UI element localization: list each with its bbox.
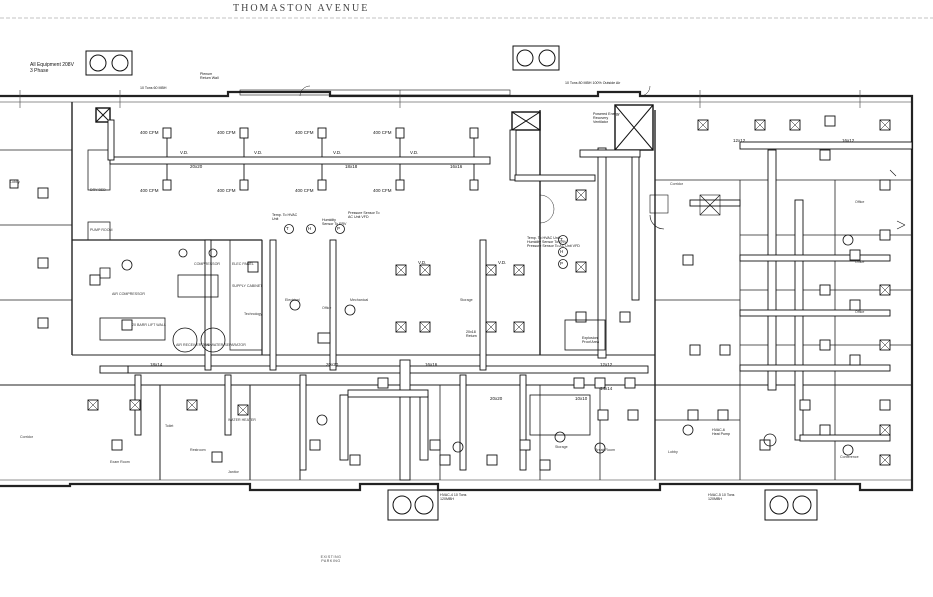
duct-size: 20x20: [490, 396, 503, 401]
cfm-label: 400 CFM: [373, 188, 392, 193]
room-label: Mechanical: [350, 298, 369, 302]
hvac5-note: HVAC-5 10 Tons 120MBH: [708, 493, 735, 501]
duct-size: 20x20: [190, 164, 203, 169]
room-label: PUMP ROOM: [90, 228, 113, 232]
equipment-label: AIR COMPRESSOR: [112, 292, 145, 296]
duct-size: 16x12: [842, 138, 855, 143]
cfm-label: 400 CFM: [295, 130, 314, 135]
room-label: Break Room: [595, 448, 615, 452]
compressor-equipment: [99, 234, 854, 456]
hvac6-note: HVAC-6 Heat Pump: [712, 428, 730, 436]
sensor-h-left: H: [308, 226, 312, 231]
equipment-note: All Equipment 208V 3 Phase: [30, 62, 74, 74]
duct-size: 16x16: [450, 164, 463, 169]
vd-label: V.D.: [333, 150, 342, 155]
return-note: 20x18 Return: [466, 330, 477, 338]
cfm-label: 400 CFM: [373, 130, 392, 135]
cfm-label: 400 CFM: [140, 188, 159, 193]
cfm-label: 400 CFM: [295, 188, 314, 193]
supply-ductwork: [99, 89, 913, 481]
temp-sensor-note: Temp. To HVAC Unit: [272, 213, 298, 221]
sensor-t-right: T: [560, 237, 563, 242]
rooftop-units: [85, 45, 818, 521]
room-label: Toilet: [165, 424, 174, 428]
room-label: Office: [322, 306, 332, 310]
sensor-symbols: [284, 224, 568, 269]
rtu-left-note: 10 Tons 60 MBH: [140, 86, 167, 90]
room-label: Exam Room: [110, 460, 130, 464]
right-sensor-note: Temp. To HVAC Unit Humidity Sensor To ER…: [527, 236, 580, 248]
vd-label: V.D.: [498, 260, 507, 265]
vd-label: V.D.: [254, 150, 263, 155]
equipment-label: AIR RECEIVER TANK: [176, 343, 212, 347]
room-label: Technology: [244, 312, 263, 316]
room-label: Storage: [460, 298, 473, 302]
equipment-label: ELEC PANEL: [232, 262, 254, 266]
room-label: Office: [855, 200, 865, 204]
room-label: Lobby: [668, 450, 678, 454]
sensor-p-left: P: [337, 226, 341, 231]
humidity-sensor-note: Humidity Sensor To ERV: [322, 218, 347, 226]
equipment-label: WATER HEATER: [228, 418, 256, 422]
cfm-label: 400 CFM: [217, 130, 236, 135]
room-label: COMPRESSOR: [194, 262, 220, 266]
equipment-label: 20 BARR LIFT WALL: [132, 323, 166, 327]
cfm-label: 400 CFM: [217, 188, 236, 193]
sensor-p-right: P: [560, 261, 564, 266]
vd-label: V.D.: [418, 260, 427, 265]
duct-size: 16x16: [425, 362, 438, 367]
room-label: Corridor: [20, 435, 33, 439]
cfm-label: 400 CFM: [140, 130, 159, 135]
room-label: Restroom: [190, 448, 206, 452]
duct-size: 12x12: [600, 362, 613, 367]
erv-note: Powered Energy Recovery Ventilator: [593, 112, 620, 124]
parking-label: EXISTING PARKING: [320, 555, 342, 563]
vd-label: V.D.: [180, 150, 189, 155]
room-label: Electrical: [285, 298, 300, 302]
duct-size: 18x18: [345, 164, 358, 169]
duct-size: 18x14: [150, 362, 163, 367]
equipment-label: OIL WATER SEPARATOR: [204, 343, 246, 347]
pressure-sensor-note: Pressure Sensor To AC Unit VFD: [348, 211, 380, 219]
duct-size: 14x14: [600, 386, 613, 391]
room-label: Corridor: [670, 182, 683, 186]
room-label: DRY BED: [90, 188, 106, 192]
street-name: THOMASTON AVENUE: [233, 3, 370, 14]
sensor-h-right: H: [560, 249, 564, 254]
room-label: Office: [855, 260, 865, 264]
sensor-t-left: T: [286, 226, 289, 231]
explosion-proof-note: Explosion Proof Area: [582, 336, 599, 344]
room-label: Conference: [840, 455, 859, 459]
duct-size: 10x10: [575, 396, 588, 401]
room-label: Storage: [555, 445, 568, 449]
duct-size: 12x12: [733, 138, 746, 143]
room-label: SUPPLY CABINET: [232, 284, 263, 288]
duct-size: 20x20: [326, 362, 339, 367]
vd-label: V.D.: [410, 150, 419, 155]
plenum-note: Plenum Return Wall: [200, 72, 219, 80]
hvac4-note: HVAC-4 10 Tons 120MBH: [440, 493, 467, 501]
room-label: Janitor: [228, 470, 239, 474]
room-label: Office: [855, 310, 865, 314]
rtu-right-note: 10 Tons 80 MBH 100% Outside Air: [565, 81, 621, 85]
room-label: Lobby: [10, 180, 20, 184]
